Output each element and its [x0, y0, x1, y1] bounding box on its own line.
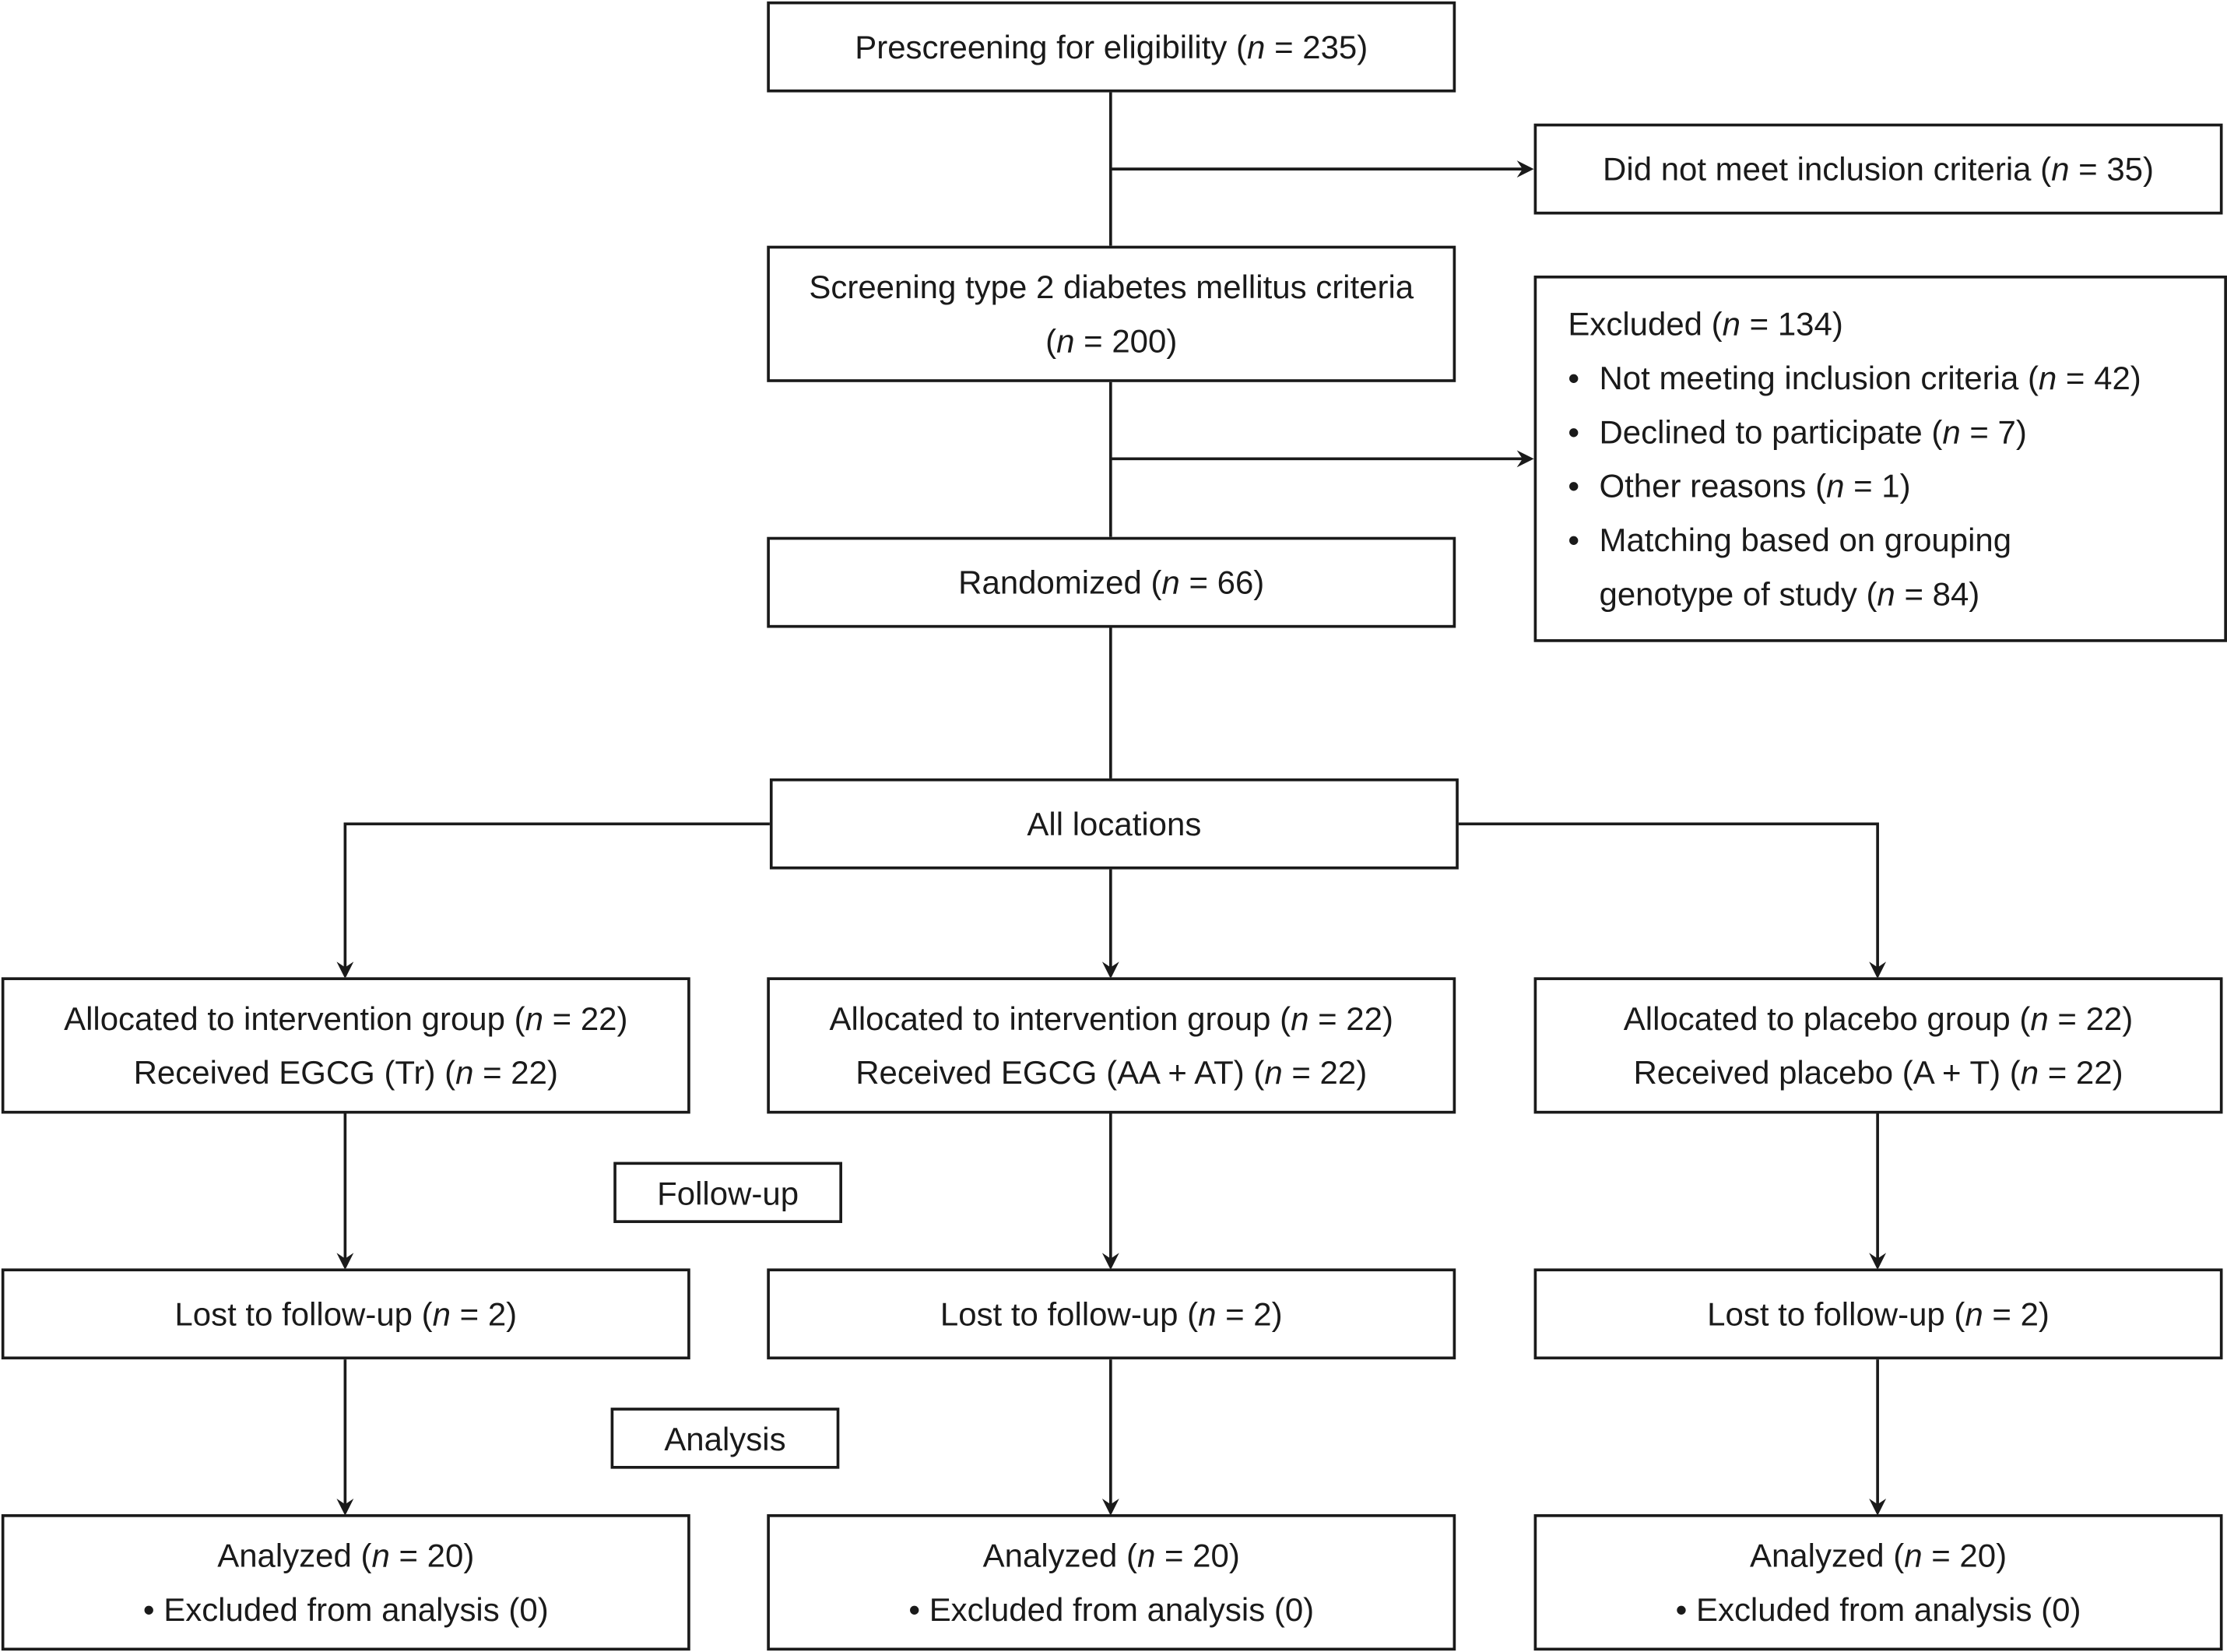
analyzed-1-line-1: Analyzed (n = 20): [217, 1537, 475, 1574]
allocation-2-line-1: Allocated to intervention group (n = 22): [829, 1000, 1393, 1037]
randomized-text: Randomized (n = 66): [958, 564, 1265, 601]
prescreening-text: Prescreening for eligibility (n = 235): [855, 28, 1368, 65]
excluded-item-2: •Declined to participate (n = 7): [1568, 413, 2027, 451]
lost-3-text: Lost to follow-up (n = 2): [1707, 1295, 2050, 1333]
lost-1-text: Lost to follow-up (n = 2): [174, 1295, 518, 1333]
excluded-box: Excluded (n = 134) •Not meeting inclusio…: [1533, 275, 2227, 642]
excluded-item-3: •Other reasons (n = 1): [1568, 467, 1911, 504]
analyzed-1-line-2: • Excluded from analysis (0): [142, 1590, 549, 1628]
randomized-box: Randomized (n = 66): [767, 536, 1456, 628]
excluded-item-1: •Not meeting inclusion criteria (n = 42): [1568, 359, 2141, 397]
excluded-item-4: •Matching based on grouping: [1568, 521, 2012, 559]
not-meet-text: Did not meet inclusion criteria (n = 35): [1603, 150, 2155, 188]
allocation-box-2: Allocated to intervention group (n = 22)…: [767, 977, 1456, 1114]
all-locations-text: All locations: [1027, 805, 1202, 842]
not-meet-box: Did not meet inclusion criteria (n = 35): [1533, 123, 2223, 215]
lost-box-3: Lost to follow-up (n = 2): [1533, 1268, 2223, 1360]
allocation-2-line-2: Received EGCG (AA + AT) (n = 22): [855, 1053, 1368, 1091]
allocation-box-1: Allocated to intervention group (n = 22)…: [1, 977, 690, 1114]
arrow-to-group-3: [1457, 822, 1887, 979]
arrow-to-group-1: [336, 822, 770, 979]
screening-line-1: Screening type 2 diabetes mellitus crite…: [809, 268, 1414, 306]
analyzed-3-line-1: Analyzed (n = 20): [1749, 1537, 2007, 1574]
lost-box-2: Lost to follow-up (n = 2): [767, 1268, 1456, 1360]
all-locations-box: All locations: [769, 778, 1459, 870]
excluded-item-4-cont: genotype of study (n = 84): [1599, 575, 1980, 613]
analyzed-3-line-2: • Excluded from analysis (0): [1675, 1590, 2081, 1628]
lost-2-text: Lost to follow-up (n = 2): [940, 1295, 1283, 1333]
lost-box-1: Lost to follow-up (n = 2): [1, 1268, 690, 1360]
analyzed-box-1: Analyzed (n = 20) • Excluded from analys…: [1, 1514, 690, 1651]
excluded-title: Excluded (n = 134): [1568, 305, 1843, 343]
allocation-1-line-2: Received EGCG (Tr) (n = 22): [133, 1053, 558, 1091]
prescreening-box: Prescreening for eligibility (n = 235): [767, 1, 1456, 93]
analyzed-2-line-2: • Excluded from analysis (0): [908, 1590, 1315, 1628]
screening-box: Screening type 2 diabetes mellitus crite…: [767, 245, 1456, 382]
allocation-1-line-1: Allocated to intervention group (n = 22): [64, 1000, 628, 1037]
analysis-label: Analysis: [610, 1408, 840, 1469]
follow-up-label: Follow-up: [613, 1162, 842, 1223]
analyzed-2-line-1: Analyzed (n = 20): [982, 1537, 1240, 1574]
analyzed-box-3: Analyzed (n = 20) • Excluded from analys…: [1533, 1514, 2223, 1651]
allocation-box-3: Allocated to placebo group (n = 22) Rece…: [1533, 977, 2223, 1114]
follow-up-label-text: Follow-up: [657, 1174, 799, 1211]
analysis-label-text: Analysis: [664, 1419, 786, 1457]
allocation-3-line-2: Received placebo (A + T) (n = 22): [1633, 1053, 2123, 1091]
allocation-3-line-1: Allocated to placebo group (n = 22): [1623, 1000, 2134, 1037]
analyzed-box-2: Analyzed (n = 20) • Excluded from analys…: [767, 1514, 1456, 1651]
screening-line-2: (n = 200): [1045, 322, 1178, 360]
